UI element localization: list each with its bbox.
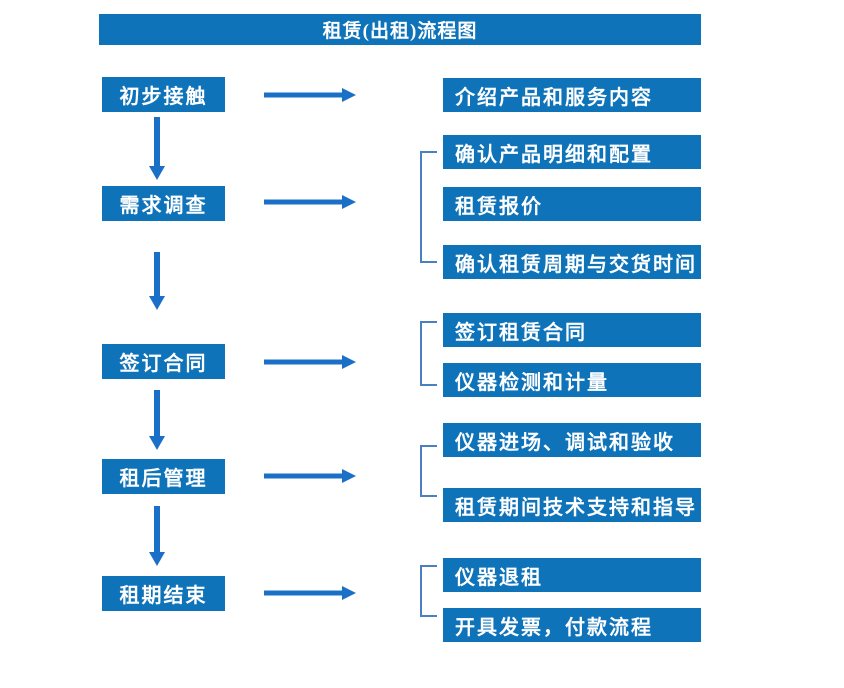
down-arrow bbox=[149, 117, 165, 180]
step-initial-contact: 初步接触 bbox=[102, 77, 225, 112]
right-arrow bbox=[264, 469, 356, 483]
step-needs-survey: 需求调查 bbox=[102, 186, 225, 221]
down-arrow bbox=[149, 390, 165, 450]
right-arrow bbox=[264, 195, 356, 209]
group-bracket bbox=[420, 321, 437, 386]
output-box: 确认产品明细和配置 bbox=[443, 135, 701, 169]
output-box: 仪器退租 bbox=[443, 558, 701, 592]
down-arrow bbox=[149, 506, 165, 566]
right-arrow bbox=[264, 355, 356, 369]
down-arrow bbox=[149, 252, 165, 310]
output-box: 租赁报价 bbox=[443, 187, 701, 221]
step-rental-end: 租期结束 bbox=[102, 576, 225, 611]
output-box: 仪器进场、调试和验收 bbox=[443, 423, 701, 457]
output-box: 介绍产品和服务内容 bbox=[443, 78, 701, 112]
output-box: 签订租赁合同 bbox=[443, 313, 701, 347]
step-post-rental-management: 租后管理 bbox=[102, 459, 225, 494]
group-bracket bbox=[420, 151, 437, 263]
output-box: 开具发票，付款流程 bbox=[443, 608, 701, 642]
output-box: 租赁期间技术支持和指导 bbox=[443, 488, 701, 522]
output-box: 仪器检测和计量 bbox=[443, 363, 701, 397]
right-arrow bbox=[264, 88, 356, 102]
right-arrow bbox=[264, 586, 356, 600]
diagram-title: 租赁(出租)流程图 bbox=[99, 14, 701, 45]
step-sign-contract: 签订合同 bbox=[102, 344, 225, 379]
group-bracket bbox=[420, 445, 437, 497]
output-box: 确认租赁周期与交货时间 bbox=[443, 245, 701, 279]
group-bracket bbox=[420, 565, 437, 617]
